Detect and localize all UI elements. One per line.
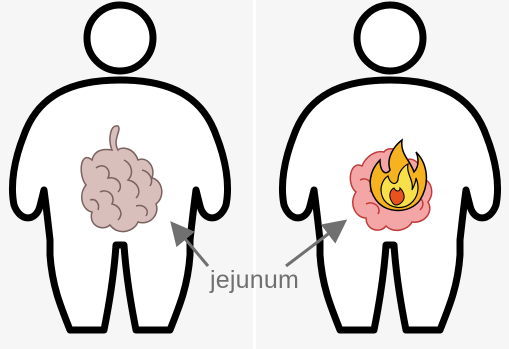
jejunum-label: jejunum — [0, 266, 509, 295]
